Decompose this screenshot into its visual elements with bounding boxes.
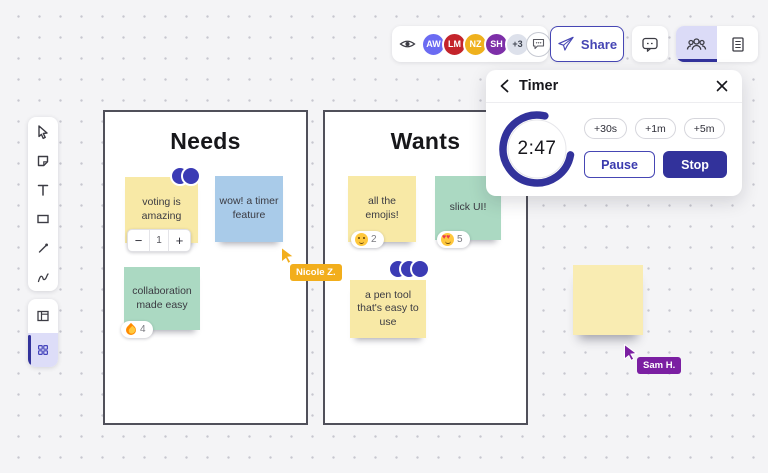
select-tool-button[interactable] (28, 117, 58, 146)
rectangle-icon (37, 214, 49, 223)
text-tool-button[interactable] (28, 175, 58, 204)
connector-tool-button[interactable] (28, 233, 58, 262)
cursor-label-sam: Sam H. (637, 357, 682, 374)
people-group-icon (686, 37, 707, 50)
timer-panel-title: Timer (519, 78, 559, 94)
sticky-note-icon (37, 155, 49, 166)
heart-eyes-icon (441, 233, 454, 246)
sticky-note-pen-tool[interactable]: a pen tool that's easy to use (350, 280, 426, 338)
pause-button[interactable]: Pause (584, 151, 655, 178)
draw-tool-button[interactable] (28, 262, 58, 291)
frame-title-needs: Needs (170, 128, 241, 154)
timer-progress-ring: 2:47 (496, 108, 578, 190)
close-icon (716, 80, 728, 92)
vote-count: 1 (149, 230, 169, 251)
avatar-overflow-count[interactable]: +3 (505, 31, 530, 57)
comment-button[interactable] (632, 26, 668, 62)
line-connector-icon (38, 243, 48, 253)
tools-toolbar (28, 117, 58, 291)
share-label: Share (580, 36, 618, 52)
reaction-badge[interactable]: 5 (437, 231, 470, 248)
presence-dots (388, 259, 430, 279)
sticky-note-text: slick UI! (449, 201, 487, 214)
timer-remaining-time: 2:47 (517, 138, 557, 159)
increase-vote-button[interactable]: + (169, 230, 190, 251)
frames-panel-button[interactable] (28, 299, 58, 333)
collaborator-dot (181, 166, 201, 186)
add-30s-button[interactable]: +30s (584, 118, 628, 139)
stop-button[interactable]: Stop (663, 151, 727, 178)
sticky-note-text: all the emojis! (365, 195, 399, 221)
sticky-note-text: collaboration made easy (132, 284, 192, 311)
cursor-sam-icon (624, 344, 638, 361)
templates-panel-button[interactable] (28, 333, 58, 367)
avatar-stack: AW LM NZ SH +3 (421, 31, 551, 57)
add-5m-button[interactable]: +5m (683, 118, 725, 139)
cursor-icon (38, 124, 48, 139)
reaction-badge[interactable]: 2 (351, 231, 384, 248)
panels-toolbar (28, 299, 58, 367)
comment-bubble-icon (642, 37, 658, 52)
reaction-badge[interactable]: 4 (121, 321, 153, 338)
cursor-nicole-icon (281, 247, 295, 264)
avatar-aw[interactable]: AW (421, 31, 446, 57)
shape-tool-button[interactable] (28, 204, 58, 233)
sticky-note-text: wow! a timer feature (219, 195, 279, 221)
reaction-count: 5 (457, 234, 463, 245)
sticky-note-timer-feature[interactable]: wow! a timer feature (215, 176, 283, 242)
timer-panel: Timer 2:47 +30s +1m +5m Pause Stop (486, 70, 742, 196)
share-button[interactable]: Share (550, 26, 624, 62)
timer-extend-options: +30s +1m +5m (584, 118, 727, 139)
sticky-note-collaboration[interactable]: collaboration made easy (124, 267, 200, 330)
cursor-label-nicole: Nicole Z. (290, 264, 342, 281)
collaborator-dot (410, 259, 430, 279)
frame-layout-icon (37, 310, 49, 322)
fire-icon (123, 322, 139, 337)
templates-grid-icon (37, 344, 49, 356)
collaborators-toolbar: AW LM NZ SH +3 (392, 26, 551, 62)
notes-view-tab[interactable] (717, 26, 758, 62)
add-1m-button[interactable]: +1m (635, 118, 676, 139)
view-switcher (676, 26, 758, 62)
text-icon (37, 184, 49, 196)
collaborators-view-tab[interactable] (676, 26, 717, 62)
sticky-note-tool-button[interactable] (28, 146, 58, 175)
visibility-icon[interactable] (399, 37, 416, 51)
chevron-left-icon (500, 79, 509, 93)
scribble-icon (37, 272, 49, 282)
decrease-vote-button[interactable]: − (128, 230, 149, 251)
close-button[interactable] (716, 80, 728, 92)
sticky-note-text: voting is amazing (141, 196, 182, 222)
frame-title-wants: Wants (390, 128, 461, 154)
timer-panel-header: Timer (486, 70, 742, 103)
chat-bubble-icon[interactable] (526, 31, 551, 57)
document-icon (731, 36, 744, 52)
sticky-note-blank[interactable] (573, 265, 643, 335)
timer-actions: Pause Stop (584, 151, 727, 178)
back-button[interactable] (500, 79, 509, 93)
reaction-count: 4 (140, 324, 146, 335)
presence-dots (170, 166, 201, 186)
vote-stepper: − 1 + (127, 229, 191, 252)
reaction-count: 2 (371, 234, 377, 245)
timer-controls: +30s +1m +5m Pause Stop (584, 118, 727, 178)
paper-plane-icon (558, 36, 574, 51)
sticky-note-text: a pen tool that's easy to use (357, 288, 419, 328)
smiley-icon (355, 233, 368, 246)
